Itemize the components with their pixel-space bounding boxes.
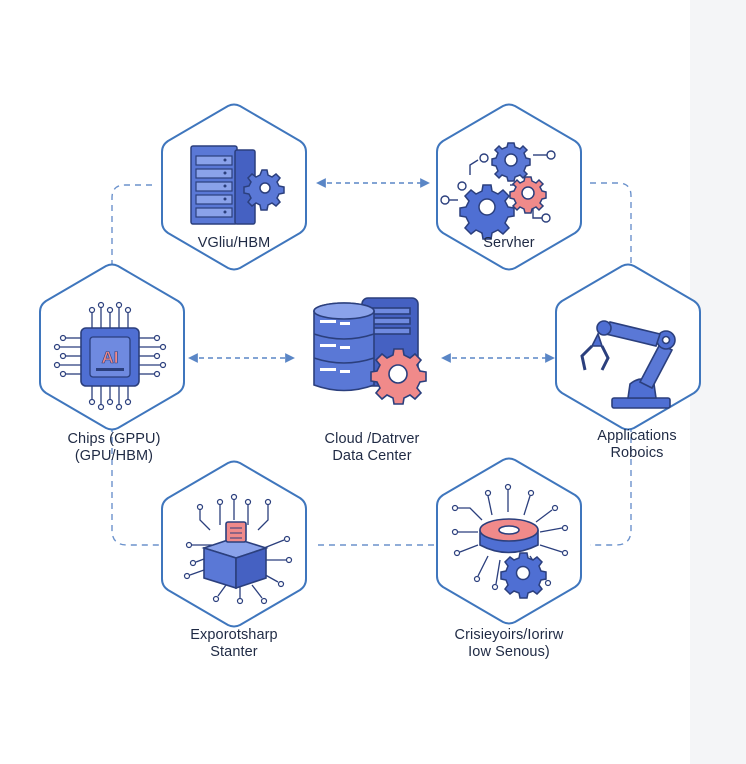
label-mid-left-line2: (GPU/HBM) [74,448,154,464]
label-mid-right: Applications Roboics [597,428,676,462]
label-bottom-right: Crisieyoirs/Iorirw Iow Senous) [455,627,564,661]
label-bottom-left-line1: Exporotsharp [190,627,278,643]
label-mid-left: Chips (GPPU) (GPU/HBM) [67,431,160,465]
label-bottom-left-line2: Stanter [210,644,258,660]
robot-arm-icon [580,320,676,409]
label-center-line1: Cloud /Datrver [324,431,420,447]
chip-ai-text: AI [102,348,119,367]
arrow-connectors [188,178,555,363]
label-top-right-text: Servher [483,235,535,251]
label-mid-left-line1: Chips (GPPU) [67,431,161,447]
server-rack-gear-icon [190,145,285,225]
label-top-right: Servher [483,235,534,252]
label-center: Cloud /Datrver Data Center [325,431,420,465]
sensor-disc-gear-icon [451,483,569,599]
label-bottom-right-line2: Iow Senous) [468,644,550,660]
outer-connectors [111,182,632,546]
label-bottom-right-line1: Crisieyoirs/Iorirw [454,627,564,643]
connector-topleft-to-midleft [111,184,152,268]
chip-box-circuit-icon [183,493,293,605]
connector-midright-to-bottomright [590,415,632,546]
label-center-line2: Data Center [332,448,412,464]
label-top-left: VGliu/HBM [198,235,271,252]
label-mid-right-line2: Roboics [610,445,664,461]
hexagon-mid-right [555,263,701,431]
ai-chip-icon: AI [53,301,167,411]
label-bottom-left: Exporotsharp Stanter [190,627,277,661]
label-mid-right-line1: Applications [597,428,677,444]
gears-network-icon [440,142,556,240]
connector-topright-to-midright [590,182,632,268]
cloud-server-gear-icon [313,297,427,405]
label-top-left-text: VGliu/HBM [197,235,271,251]
connector-midleft-to-bottomleft [111,415,162,546]
